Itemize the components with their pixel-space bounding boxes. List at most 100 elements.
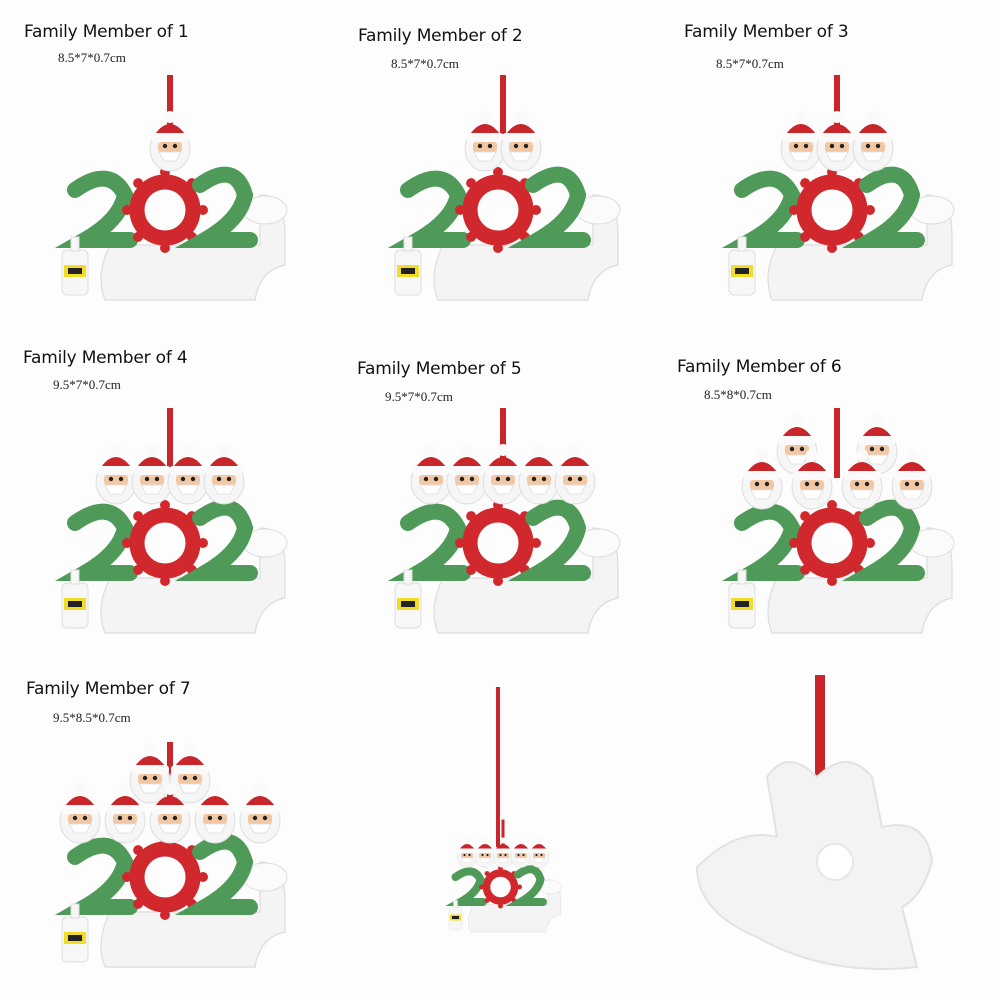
hat-brim — [196, 805, 234, 814]
ribbon — [815, 675, 825, 785]
variant-size: 8.5*7*0.7cm — [716, 56, 784, 71]
eye — [182, 775, 188, 781]
face — [248, 814, 272, 824]
hat-brim — [151, 805, 189, 814]
variant-card-7[interactable]: Family Member of 7 9.5*8.5*0.7cm — [0, 667, 333, 1000]
santa-head — [852, 111, 894, 172]
santa-head — [482, 444, 524, 505]
hat-brim — [457, 848, 477, 853]
variant-card-6[interactable]: Family Member of 6 8.5*8*0.7cm — [667, 333, 1000, 666]
eye — [154, 476, 160, 482]
ornament — [54, 742, 288, 968]
mask — [527, 484, 551, 495]
santa-head — [554, 444, 596, 505]
variant-title: Family Member of 2 — [358, 26, 523, 46]
hat-pompom — [464, 837, 470, 844]
eye — [914, 481, 920, 487]
hanging-view-card[interactable] — [333, 667, 666, 1000]
hat-pompom — [461, 444, 473, 456]
variant-card-3[interactable]: Family Member of 3 8.5*7*0.7cm — [667, 0, 1000, 333]
mask — [789, 151, 813, 162]
sanitizer-label-text — [735, 268, 749, 274]
sanitizer-pump — [403, 569, 413, 585]
santa-head — [791, 449, 833, 510]
virus-spike — [865, 538, 875, 548]
santa-head — [95, 444, 137, 505]
virus-spike — [800, 564, 811, 575]
variant-card-4[interactable]: Family Member of 4 9.5*7*0.7cm — [0, 333, 333, 666]
digit-2-left — [387, 170, 471, 248]
ribbon — [834, 75, 840, 145]
virus-spike — [827, 243, 837, 253]
hat-brim — [743, 471, 781, 480]
hat-pompom — [182, 444, 194, 456]
hat-brim — [169, 466, 207, 475]
virus-spike — [800, 231, 811, 242]
santa-head — [474, 837, 496, 868]
face — [750, 480, 774, 490]
hat-pompom — [795, 111, 807, 123]
hat-brim — [520, 466, 558, 475]
variant-size: 9.5*7*0.7cm — [53, 377, 121, 392]
hat-pompom — [146, 444, 158, 456]
eye — [523, 143, 529, 149]
hat-pompom — [110, 444, 122, 456]
variant-title: Family Member of 6 — [677, 357, 842, 377]
eye — [793, 143, 799, 149]
digit-2-left — [54, 170, 138, 248]
santa-head — [446, 444, 488, 505]
face — [509, 142, 533, 152]
virus-zero — [796, 174, 868, 246]
variant-card-1[interactable]: Family Member of 1 8.5*7*0.7cm — [0, 0, 333, 333]
virus-spike — [133, 511, 144, 522]
santa-head — [492, 837, 514, 868]
eye — [513, 143, 519, 149]
eye — [118, 476, 124, 482]
eye — [541, 476, 547, 482]
hat-brim — [778, 436, 816, 445]
hat-pompom — [500, 837, 506, 844]
variant-card-5[interactable]: Family Member of 5 9.5*7*0.7cm — [333, 333, 666, 666]
ribbon — [500, 75, 506, 145]
santa-head — [203, 444, 245, 505]
virus-spike — [789, 205, 799, 215]
ornament — [387, 408, 621, 634]
virus-spike — [160, 500, 170, 510]
eye — [875, 143, 881, 149]
eye — [904, 481, 910, 487]
santa-head — [841, 449, 883, 510]
mask — [497, 857, 509, 863]
virus-spike — [466, 178, 477, 189]
ornament-image-5 — [387, 408, 621, 634]
virus-spike — [493, 243, 503, 253]
santa-head — [891, 449, 933, 510]
face — [158, 814, 182, 824]
hat-pompom — [791, 414, 803, 426]
eye — [162, 815, 168, 821]
hat-pompom — [164, 111, 176, 123]
back-view-card[interactable] — [667, 667, 1000, 1000]
blank-back-shape — [695, 761, 934, 970]
hat-pompom — [831, 111, 843, 123]
eye — [127, 815, 133, 821]
ornament-image-6 — [721, 408, 955, 634]
hat-brim — [106, 805, 144, 814]
hat-brim — [529, 848, 549, 853]
hat-brim — [893, 471, 931, 480]
eye — [180, 476, 186, 482]
eye — [117, 815, 123, 821]
santa-head — [776, 414, 818, 475]
virus-spike — [133, 231, 144, 242]
face — [178, 774, 202, 784]
virus-spike — [493, 576, 503, 586]
ribbon — [834, 408, 840, 478]
ornament-hanging-image — [445, 687, 562, 933]
eye — [190, 476, 196, 482]
eye — [477, 143, 483, 149]
long-ribbon — [496, 687, 500, 847]
hat-pompom — [144, 743, 156, 755]
sanitizer-pump — [453, 900, 458, 908]
eye — [803, 143, 809, 149]
hat-brim — [484, 466, 522, 475]
variant-card-2[interactable]: Family Member of 2 8.5*7*0.7cm — [333, 0, 666, 333]
